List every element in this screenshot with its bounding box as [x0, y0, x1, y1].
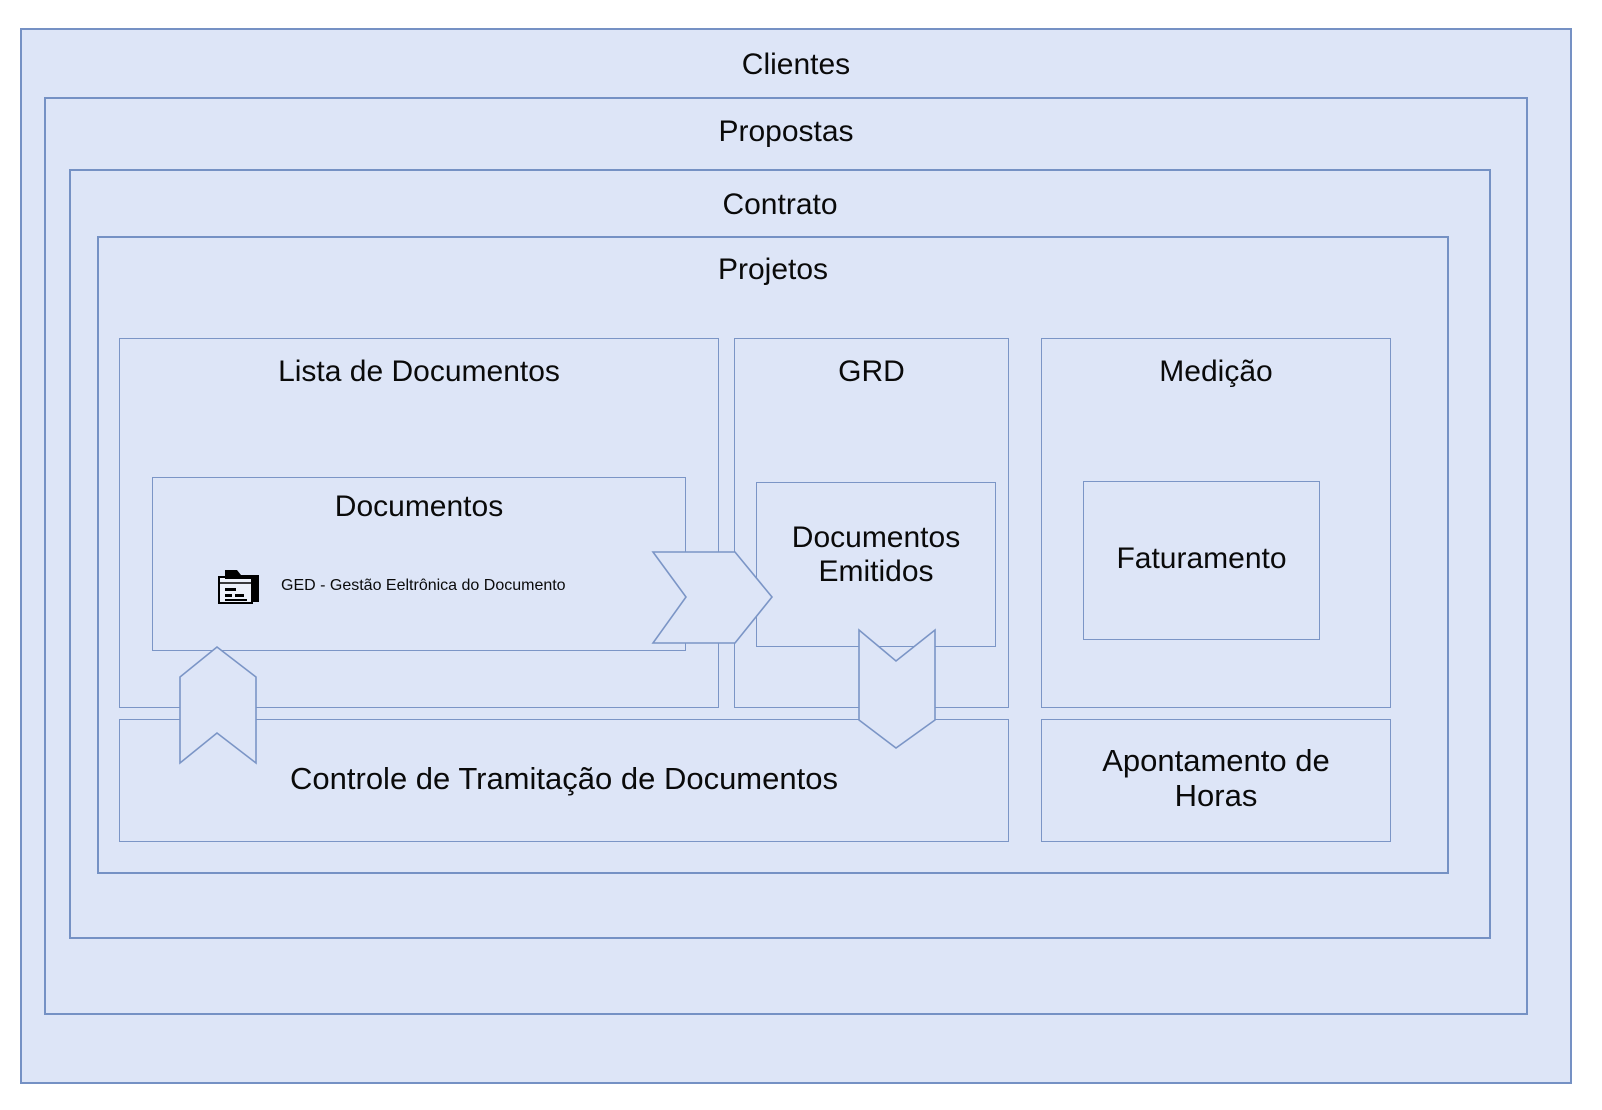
box-documentos[interactable]: Documentos — [152, 477, 686, 651]
box-documentos-title: Documentos — [334, 490, 504, 523]
container-lista-de-documentos-title: Lista de Documentos — [278, 355, 560, 388]
connector-documentos-emitidos-to-controle-tramitacao-icon — [858, 628, 936, 749]
connector-lista-documentos-to-controle-tramitacao-icon — [179, 645, 257, 765]
box-apontamento-horas-title: Apontamento de Horas — [1102, 743, 1330, 813]
box-faturamento[interactable]: Faturamento — [1083, 481, 1320, 640]
container-projetos-title: Projetos — [717, 253, 829, 286]
box-faturamento-title: Faturamento — [1116, 542, 1287, 575]
container-grd-title: GRD — [838, 355, 905, 388]
connector-documentos-to-documentos-emitidos-icon — [651, 551, 774, 644]
box-documentos-emitidos[interactable]: Documentos Emitidos — [756, 482, 996, 647]
container-clientes-title: Clientes — [741, 48, 851, 81]
ged-label: GED - Gestão Eeltrônica do Documento — [281, 577, 566, 594]
container-contrato-title: Contrato — [722, 188, 838, 221]
container-propostas-title: Propostas — [718, 115, 854, 148]
box-documentos-emitidos-title: Documentos Emitidos — [791, 521, 961, 588]
box-controle-tramitacao-title: Controle de Tramitação de Documentos — [290, 761, 838, 796]
container-medicao-title: Medição — [1159, 355, 1273, 388]
folder-document-icon — [215, 564, 263, 608]
box-apontamento-horas[interactable]: Apontamento de Horas — [1041, 719, 1391, 842]
ged-row[interactable]: GED - Gestão Eeltrônica do Documento — [215, 562, 645, 610]
